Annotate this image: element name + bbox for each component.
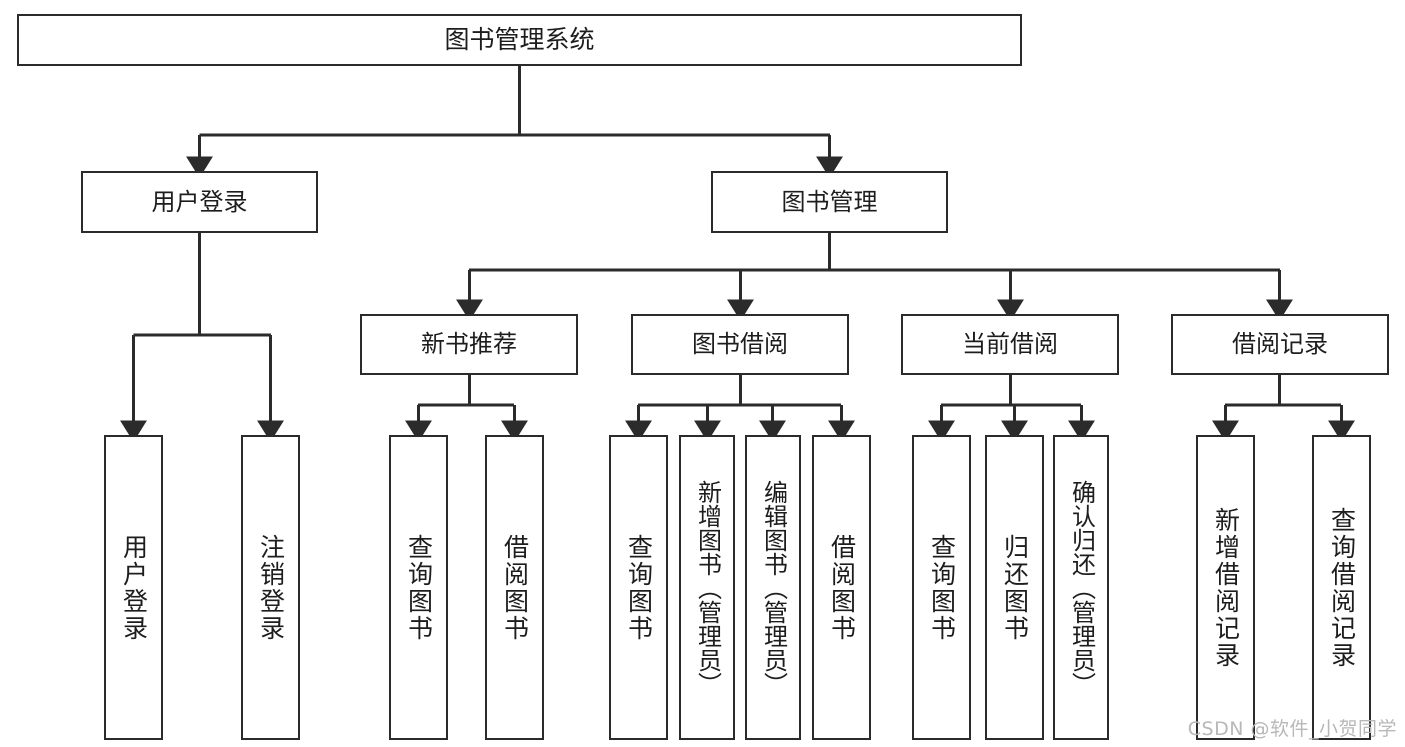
node-borrow-record[interactable]: 借阅记录 bbox=[1171, 314, 1389, 375]
node-current-borrow[interactable]: 当前借阅 bbox=[901, 314, 1119, 375]
node-book-manage-label: 图书管理 bbox=[781, 187, 878, 216]
node-leaf-borrow-book-2-label: 借阅图书 bbox=[827, 533, 857, 642]
node-leaf-user-login[interactable]: 用户登录 bbox=[104, 435, 163, 740]
node-root-label: 图书管理系统 bbox=[444, 25, 595, 54]
node-leaf-add-book[interactable]: 新增图书（管理员） bbox=[679, 435, 735, 740]
node-leaf-return-book-label: 归还图书 bbox=[1000, 533, 1030, 642]
node-leaf-query-book-2[interactable]: 查询图书 bbox=[609, 435, 668, 740]
node-leaf-user-login-label: 用户登录 bbox=[119, 533, 149, 642]
node-new-book-rec[interactable]: 新书推荐 bbox=[360, 314, 578, 375]
node-root[interactable]: 图书管理系统 bbox=[17, 14, 1022, 66]
node-current-borrow-label: 当前借阅 bbox=[962, 330, 1058, 359]
node-leaf-add-record-label: 新增借阅记录 bbox=[1211, 506, 1241, 669]
node-leaf-query-book-2-label: 查询图书 bbox=[624, 533, 654, 642]
node-leaf-confirm-return[interactable]: 确认归还（管理员） bbox=[1053, 435, 1109, 740]
node-leaf-edit-book[interactable]: 编辑图书（管理员） bbox=[745, 435, 801, 740]
node-user-login-label: 用户登录 bbox=[151, 187, 248, 216]
node-leaf-return-book[interactable]: 归还图书 bbox=[985, 435, 1044, 740]
node-leaf-borrow-book-1-label: 借阅图书 bbox=[500, 533, 530, 642]
node-book-borrow-label: 图书借阅 bbox=[692, 330, 788, 359]
node-leaf-query-book-1-label: 查询图书 bbox=[404, 533, 434, 642]
node-leaf-query-record-label: 查询借阅记录 bbox=[1327, 506, 1357, 669]
node-leaf-add-record[interactable]: 新增借阅记录 bbox=[1196, 435, 1255, 740]
node-book-borrow[interactable]: 图书借阅 bbox=[631, 314, 849, 375]
node-leaf-borrow-book-1[interactable]: 借阅图书 bbox=[485, 435, 544, 740]
node-leaf-confirm-return-label: 确认归还（管理员） bbox=[1067, 479, 1096, 696]
watermark: CSDN @软件_小贺同学 bbox=[1187, 718, 1397, 740]
node-leaf-edit-book-label: 编辑图书（管理员） bbox=[759, 479, 788, 696]
node-leaf-query-record[interactable]: 查询借阅记录 bbox=[1312, 435, 1371, 740]
node-leaf-logout-label: 注销登录 bbox=[256, 533, 286, 642]
node-leaf-add-book-label: 新增图书（管理员） bbox=[693, 479, 722, 696]
node-leaf-query-book-3[interactable]: 查询图书 bbox=[912, 435, 971, 740]
node-book-manage[interactable]: 图书管理 bbox=[711, 171, 948, 233]
node-leaf-borrow-book-2[interactable]: 借阅图书 bbox=[812, 435, 871, 740]
node-leaf-logout[interactable]: 注销登录 bbox=[241, 435, 300, 740]
node-borrow-record-label: 借阅记录 bbox=[1232, 330, 1328, 359]
node-new-book-rec-label: 新书推荐 bbox=[421, 330, 517, 359]
node-leaf-query-book-1[interactable]: 查询图书 bbox=[389, 435, 448, 740]
node-user-login[interactable]: 用户登录 bbox=[81, 171, 318, 233]
node-leaf-query-book-3-label: 查询图书 bbox=[927, 533, 957, 642]
